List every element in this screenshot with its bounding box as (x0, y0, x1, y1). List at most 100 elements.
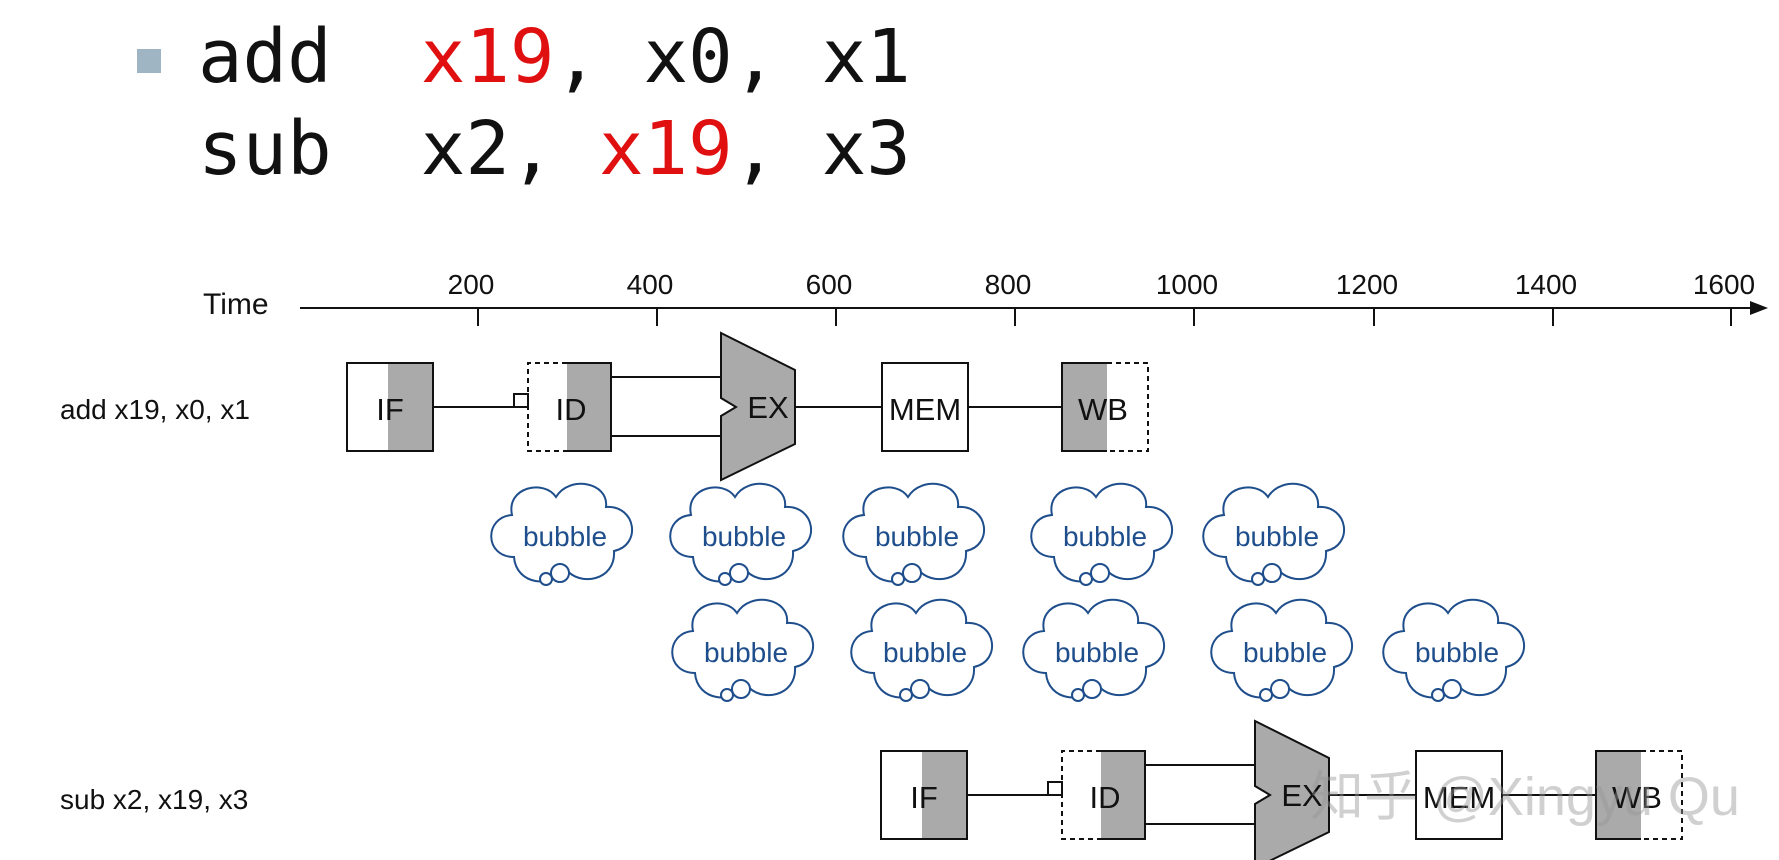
sub-wb-stage (1595, 750, 1641, 840)
bubble: bubble (490, 482, 633, 586)
bubble-puff-icon (1082, 679, 1102, 699)
add-wb-dashed-edge (1107, 362, 1149, 452)
sub-mem-label: MEM (1423, 780, 1495, 815)
time-tick-label: 400 (627, 269, 674, 300)
add-if-shade (388, 363, 432, 451)
bubble: bubble (850, 598, 993, 702)
bubble: bubble (669, 482, 812, 586)
sub-wb-label: WB (1612, 780, 1662, 815)
add-wb-shade (1062, 363, 1107, 451)
bubble: bubble (1202, 482, 1345, 586)
bubble-label: bubble (1243, 637, 1327, 668)
bubble: bubble (1382, 598, 1525, 702)
bubble-puff-small-icon (1251, 572, 1265, 586)
bubble-puff-small-icon (720, 688, 734, 702)
bubble-puff-icon (902, 563, 922, 583)
time-axis-label: Time (203, 288, 269, 321)
sub-opcode: sub (198, 106, 332, 192)
add-if-label: IF (376, 392, 404, 427)
sub-wb-dashed-edge (1641, 750, 1683, 840)
bubble: bubble (842, 482, 985, 586)
bubble-puff-small-icon (891, 572, 905, 586)
sub-src2-register: x3 (821, 106, 911, 192)
add-pipeline: IF ID EX MEM WB (346, 331, 1149, 482)
sub-id-shade (1101, 751, 1145, 839)
bubble-puff-small-icon (539, 572, 553, 586)
sub-id-dashed-edge (1061, 750, 1101, 840)
bubble-puff-icon (729, 563, 749, 583)
sub-ex-stage (1254, 719, 1330, 860)
bubble-label: bubble (704, 637, 788, 668)
time-tick-label: 1400 (1515, 269, 1577, 300)
sub-separator-2: , (732, 106, 822, 192)
add-wb-stage (1061, 362, 1107, 452)
bubble: bubble (1210, 598, 1353, 702)
sub-ex-label: EX (1281, 778, 1323, 813)
time-tick-label: 1600 (1693, 269, 1755, 300)
time-tick-label: 800 (985, 269, 1032, 300)
add-id-shade (567, 363, 611, 451)
add-id-label: ID (556, 392, 587, 427)
bubble-puff-icon (550, 563, 570, 583)
add-src2-register: x1 (821, 14, 911, 100)
bubble-label: bubble (1235, 521, 1319, 552)
bubble-label: bubble (523, 521, 607, 552)
bubble-label: bubble (702, 521, 786, 552)
watermark: 知乎 @Xingyu Qu (1310, 767, 1740, 827)
sub-dest-register: x2 (420, 106, 510, 192)
bubble-puff-icon (1262, 563, 1282, 583)
add-src1-register: x0 (643, 14, 733, 100)
time-tick-label: 1000 (1156, 269, 1218, 300)
add-mem-label: MEM (889, 392, 961, 427)
add-mem-stage (881, 362, 969, 452)
bubble-puff-small-icon (718, 572, 732, 586)
sub-wb-shade (1596, 751, 1641, 839)
bubble-label: bubble (1415, 637, 1499, 668)
sub-id-label: ID (1090, 780, 1121, 815)
bullet-square-icon (137, 49, 161, 73)
sub-if-label: IF (910, 780, 938, 815)
bubble-puff-small-icon (1259, 688, 1273, 702)
row-label-sub: sub x2, x19, x3 (60, 784, 249, 815)
add-wb-label: WB (1078, 392, 1128, 427)
sub-latch-icon (1047, 781, 1063, 796)
bubble-puff-icon (1270, 679, 1290, 699)
row-label-add: add x19, x0, x1 (60, 394, 250, 425)
sub-if-shade (922, 751, 966, 839)
bubble-puff-small-icon (1431, 688, 1445, 702)
bubble: bubble (671, 598, 814, 702)
time-tick-label: 200 (448, 269, 495, 300)
bubble-puff-small-icon (899, 688, 913, 702)
bubble: bubble (1030, 482, 1173, 586)
add-separator-2: , (732, 14, 822, 100)
code-line-sub: sub x2, x19, x3 (198, 112, 911, 186)
add-dest-register: x19 (420, 14, 555, 100)
bubble-puff-icon (910, 679, 930, 699)
bubble-label: bubble (883, 637, 967, 668)
bubble-puff-icon (1442, 679, 1462, 699)
sub-id-stage (1101, 750, 1146, 840)
sub-separator-1: , (509, 106, 599, 192)
sub-mem-stage (1415, 750, 1503, 840)
bubble: bubble (1022, 598, 1165, 702)
bubble-label: bubble (1063, 521, 1147, 552)
bubble-label: bubble (1055, 637, 1139, 668)
add-id-stage (567, 362, 612, 452)
time-tick-label: 600 (806, 269, 853, 300)
code-line-add: add x19, x0, x1 (198, 20, 911, 94)
add-latch-icon (513, 393, 529, 408)
sub-src1-register: x19 (598, 106, 733, 192)
add-opcode: add (198, 14, 332, 100)
add-separator-1: , (554, 14, 644, 100)
bubble-label: bubble (875, 521, 959, 552)
time-tick-label: 1200 (1336, 269, 1398, 300)
add-id-dashed-edge (527, 362, 567, 452)
bubble-puff-small-icon (1079, 572, 1093, 586)
time-axis-arrow-icon (1750, 301, 1768, 315)
bubble-puff-icon (1090, 563, 1110, 583)
bubble-puff-icon (731, 679, 751, 699)
sub-pipeline: IF ID EX MEM WB (880, 719, 1683, 860)
add-ex-label: EX (747, 390, 789, 425)
bubble-puff-small-icon (1071, 688, 1085, 702)
